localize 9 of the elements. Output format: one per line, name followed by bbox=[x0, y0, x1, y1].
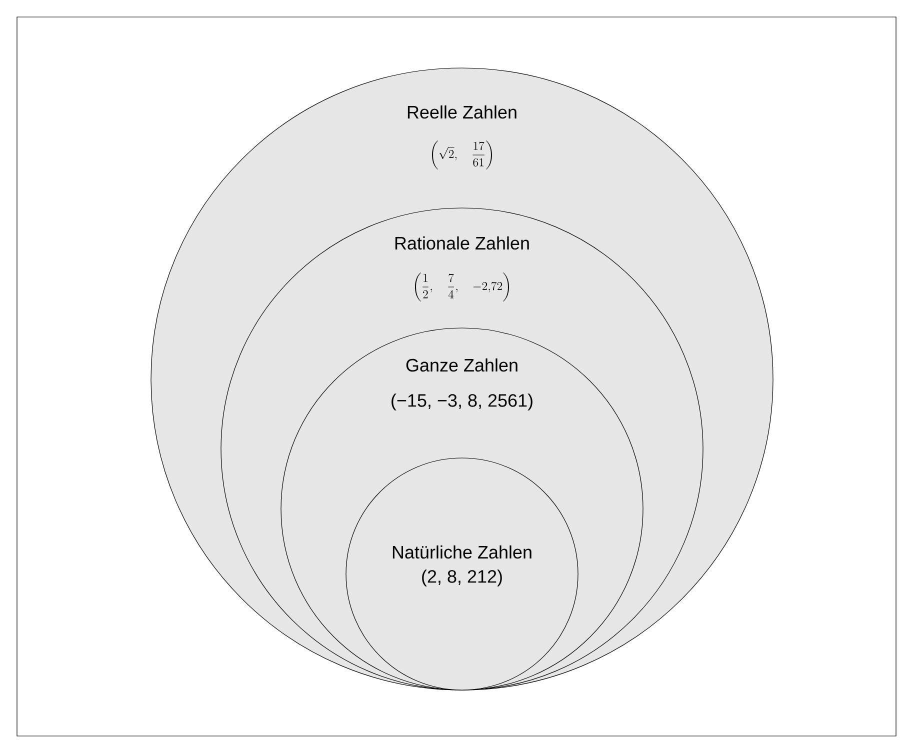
set-circle bbox=[346, 458, 578, 690]
set-label: Reelle Zahlen bbox=[408, 105, 516, 119]
number-examples: (−15, −3, 8, 2561) bbox=[392, 394, 532, 410]
number-examples: $\left(\frac{1}{2},\quad \frac{7}{4},\quad -2{,}72\right)$ bbox=[415, 272, 509, 302]
number-examples: $\left(\sqrt{2},\quad \frac{17}{61}\right)$ bbox=[432, 140, 492, 170]
number-examples: (2, 8, 212) bbox=[422, 570, 502, 586]
set-label: Natürliche Zahlen bbox=[392, 545, 532, 559]
set-label: Ganze Zahlen bbox=[406, 358, 518, 372]
set-label: Rationale Zahlen bbox=[395, 236, 529, 250]
